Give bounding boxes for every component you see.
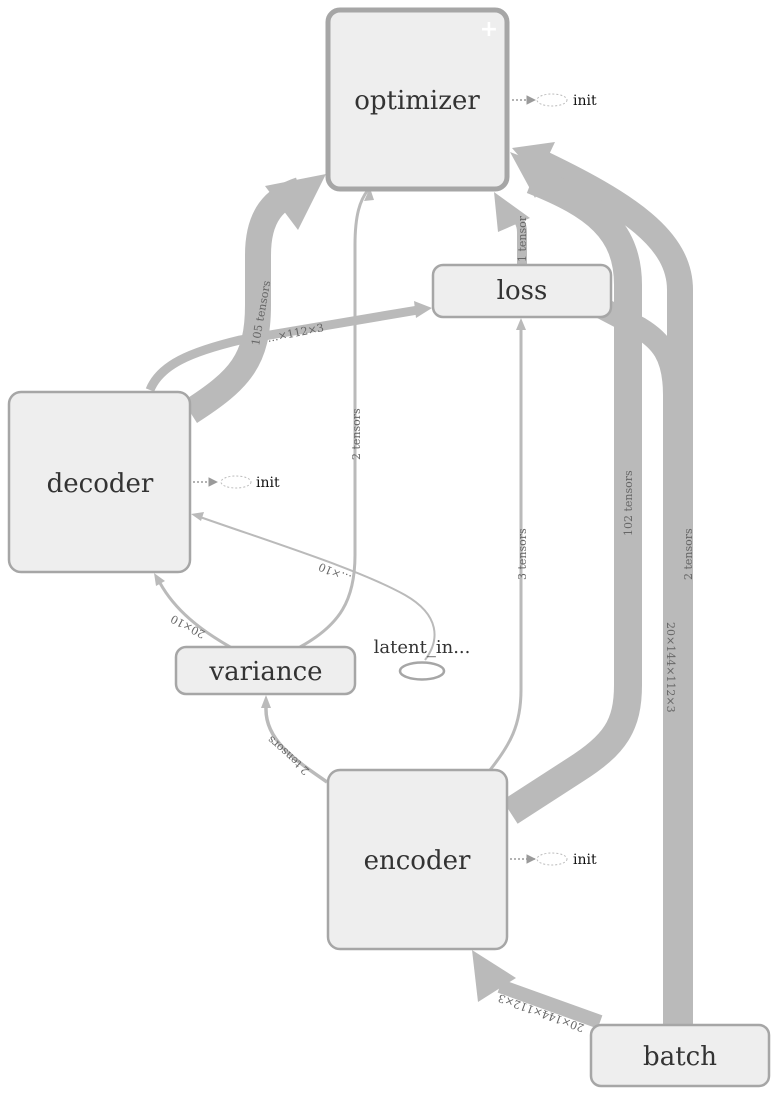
node-loss[interactable]: loss bbox=[431, 263, 613, 319]
init-ellipse-icon bbox=[536, 852, 568, 866]
edge-label-encoder-optimizer: 102 tensors bbox=[622, 470, 635, 536]
init-ref-decoder[interactable]: init bbox=[193, 475, 280, 491]
edge-variance-decoder-arrowhead bbox=[154, 573, 165, 586]
node-label: variance bbox=[208, 657, 322, 687]
edge-batch-encoder[interactable] bbox=[497, 979, 603, 1029]
edge-variance-optimizer[interactable] bbox=[299, 189, 370, 649]
edge-decoder-optimizer-arrowhead bbox=[265, 174, 326, 230]
edge-encoder-loss[interactable] bbox=[488, 330, 523, 771]
init-ellipse-icon bbox=[220, 475, 252, 489]
node-label: batch bbox=[643, 1042, 717, 1072]
node-variance[interactable]: variance bbox=[174, 645, 357, 696]
init-label: init bbox=[573, 93, 597, 109]
edge-label-variance-optimizer: 2 tensors bbox=[350, 408, 363, 460]
edge-label-encoder-loss: 3 tensors bbox=[516, 528, 529, 580]
node-decoder[interactable]: decoder bbox=[7, 390, 192, 574]
init-ref-encoder[interactable]: init bbox=[510, 852, 597, 868]
edge-label-batch-loss: 20×144×112×3 bbox=[664, 622, 677, 713]
edge-variance-decoder[interactable] bbox=[158, 582, 233, 650]
node-batch[interactable]: batch bbox=[589, 1023, 771, 1088]
expand-plus-icon[interactable]: + bbox=[480, 17, 498, 42]
edge-variance-optimizer-arrowhead bbox=[364, 188, 374, 201]
node-label: optimizer bbox=[354, 86, 480, 116]
node-label: encoder bbox=[364, 846, 471, 876]
edge-encoder-loss-arrowhead bbox=[516, 318, 526, 330]
node-label: latent_in... bbox=[374, 637, 471, 658]
edge-encoder-optimizer[interactable] bbox=[502, 166, 642, 824]
init-label: init bbox=[573, 852, 597, 868]
init-ellipse-icon bbox=[536, 93, 568, 107]
edge-label-batch-optimizer: 2 tensors bbox=[682, 528, 695, 580]
edge-label-decoder-loss: …×112×3 bbox=[266, 321, 325, 345]
node-latent-input[interactable]: latent_in... bbox=[374, 637, 471, 681]
edge-decoder-loss[interactable] bbox=[145, 305, 419, 392]
edge-label-encoder-variance: 2 tensors bbox=[265, 733, 312, 777]
variable-ellipse-icon bbox=[398, 661, 446, 681]
edge-decoder-loss-arrowhead bbox=[414, 301, 432, 318]
edge-loss-optimizer-arrowhead bbox=[494, 192, 530, 232]
edge-label-loss-optimizer: 1 tensor bbox=[516, 215, 529, 262]
node-label: decoder bbox=[47, 469, 154, 499]
edge-latent-decoder-arrowhead bbox=[191, 512, 204, 521]
edge-batch-optimizer[interactable] bbox=[529, 148, 693, 1024]
edge-encoder-variance-arrowhead bbox=[261, 695, 271, 708]
edge-decoder-optimizer[interactable] bbox=[182, 177, 305, 423]
node-optimizer[interactable]: optimizer + bbox=[325, 7, 510, 192]
node-label: loss bbox=[497, 276, 548, 306]
edge-encoder-variance[interactable] bbox=[264, 707, 328, 784]
edge-encoder-optimizer-arrowhead bbox=[510, 152, 552, 198]
edge-latent-decoder[interactable] bbox=[199, 516, 436, 661]
init-ref-optimizer[interactable]: init bbox=[512, 93, 597, 109]
edge-batch-encoder-arrowhead bbox=[472, 950, 516, 1002]
edge-batch-optimizer-arrowhead bbox=[512, 142, 555, 178]
init-label: init bbox=[256, 475, 280, 491]
node-encoder[interactable]: encoder bbox=[326, 768, 509, 951]
